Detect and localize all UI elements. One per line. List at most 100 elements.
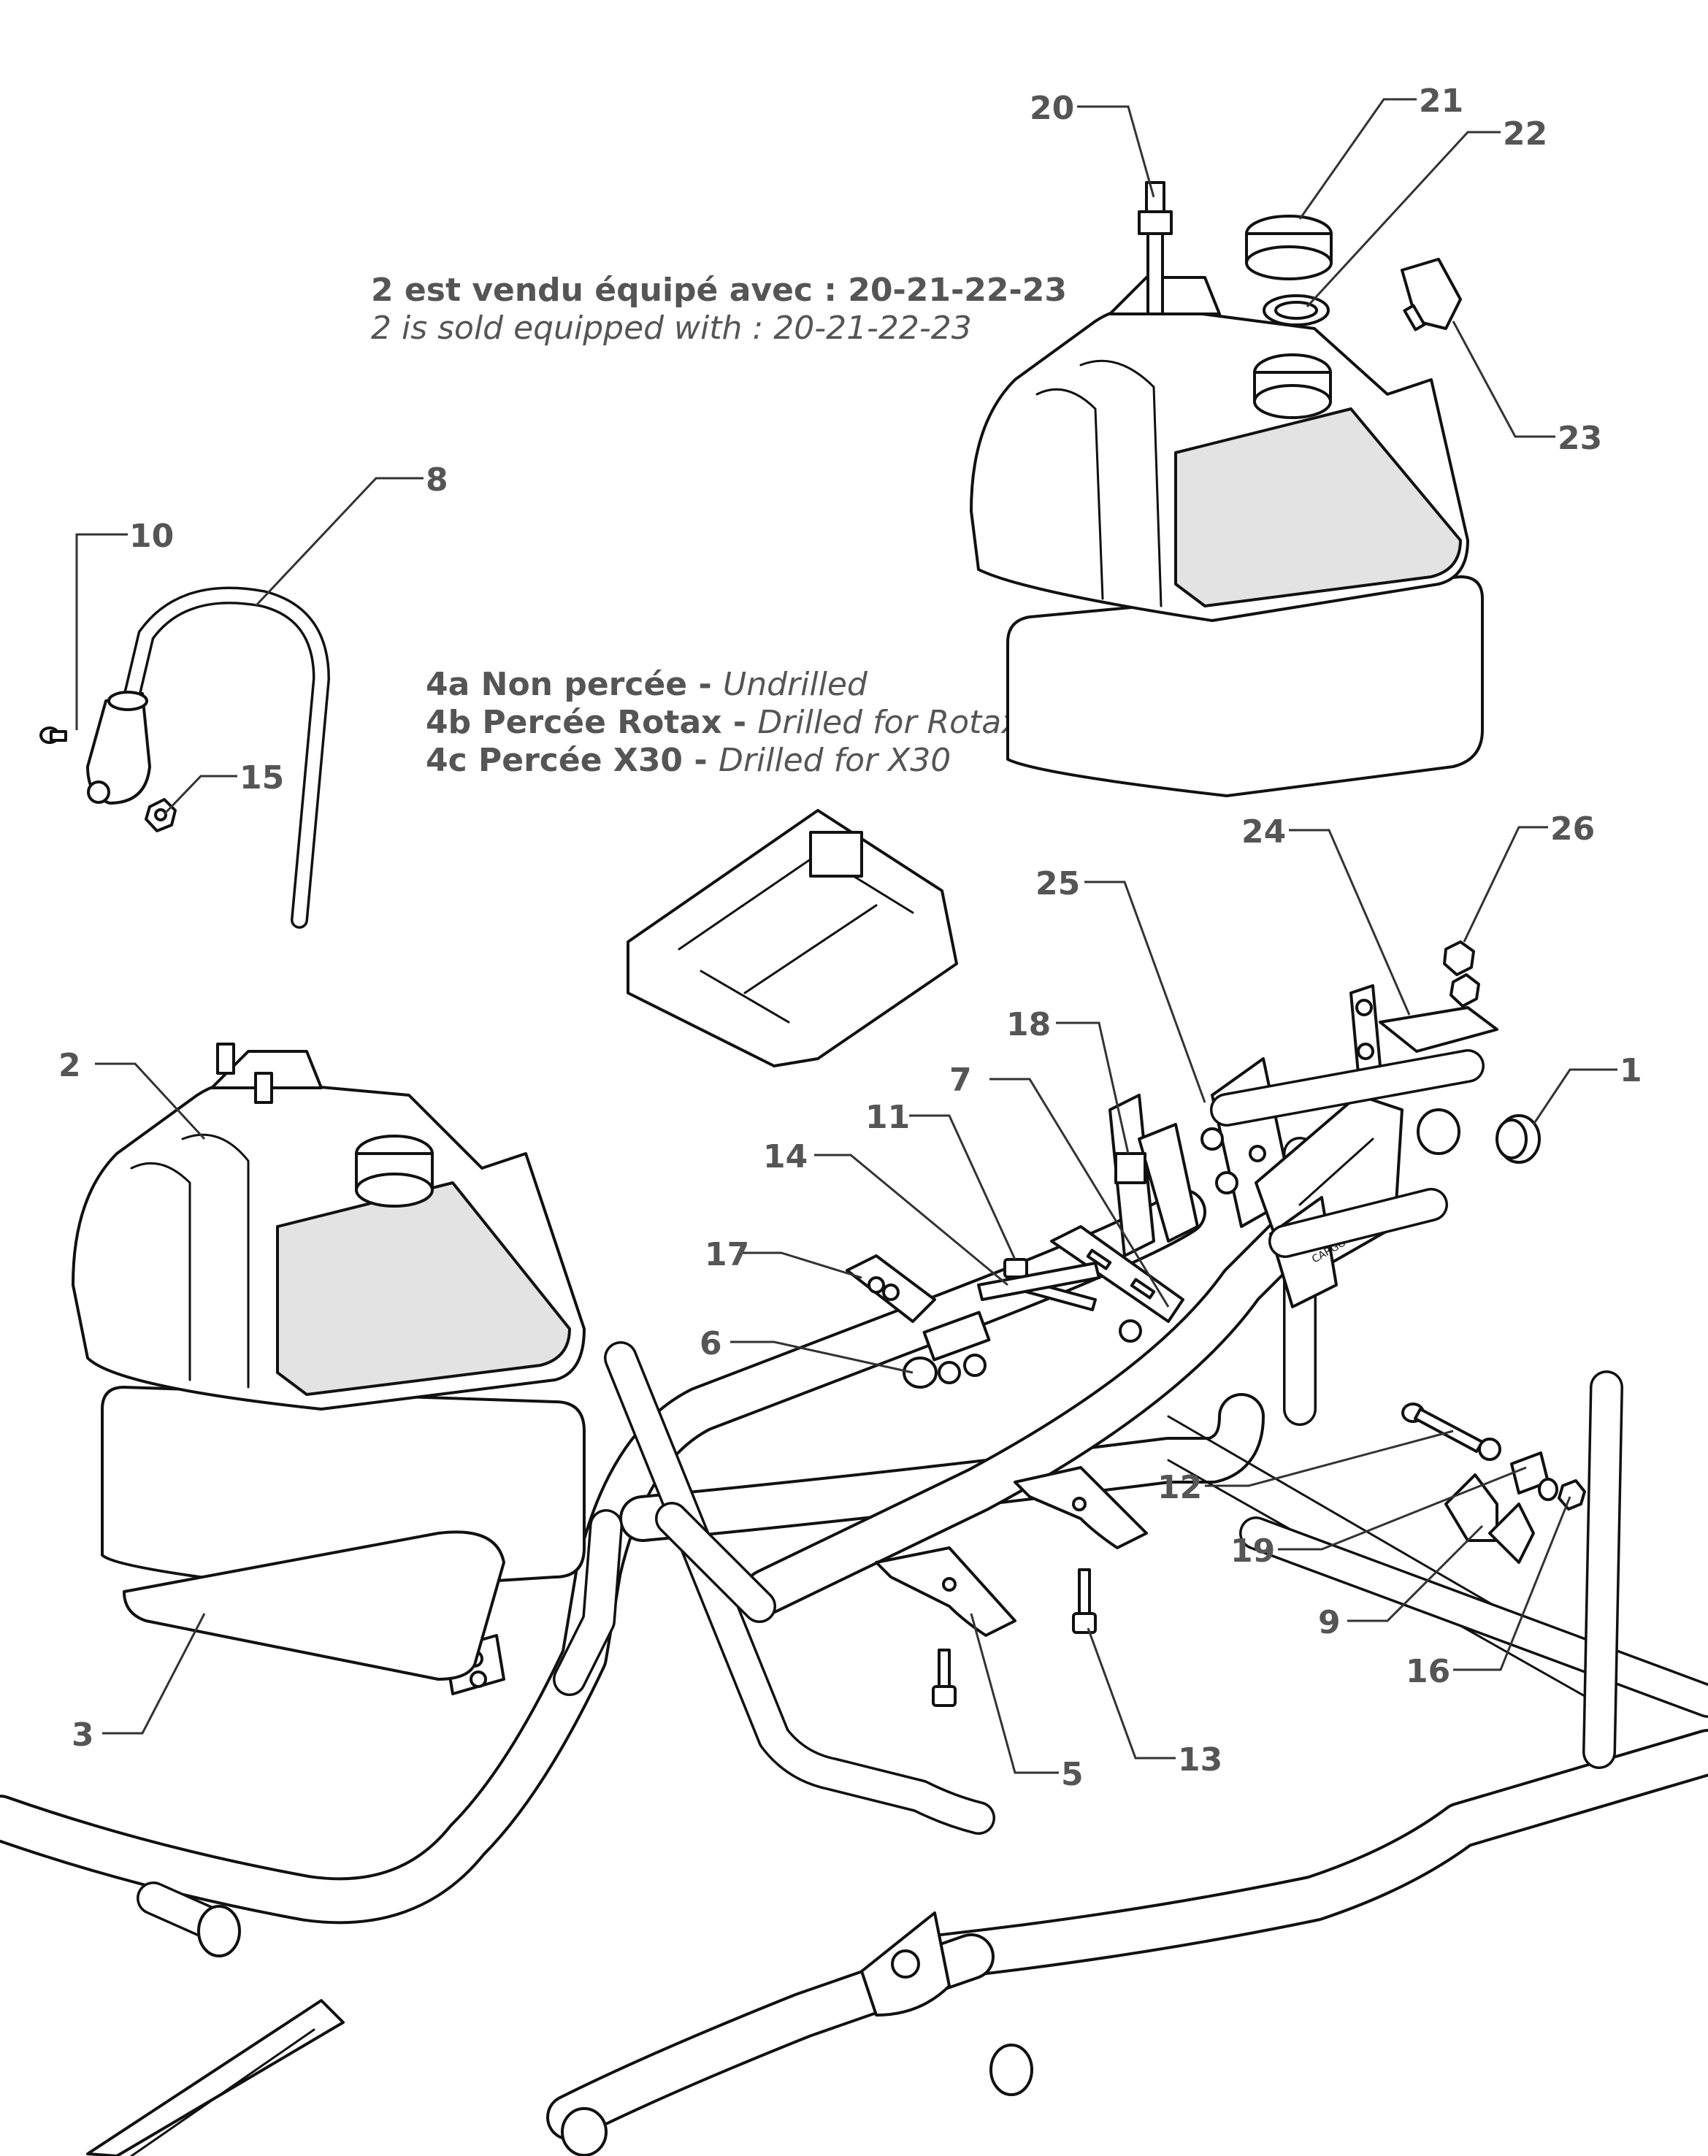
plate-part-7 (1050, 1225, 1184, 1323)
callout-6: 6 (700, 1325, 722, 1362)
leader-1 (1532, 1068, 1617, 1125)
tank-kit-note-en: 2 is sold equipped with : 20-21-22-23 (371, 310, 972, 347)
frame-rear-rail (919, 1729, 1708, 1980)
leader-9 (1347, 1524, 1484, 1622)
callout-3: 3 (72, 1716, 94, 1754)
leader-25 (1084, 881, 1206, 1103)
mount-arm-part-24 (1349, 984, 1498, 1075)
leader-18 (1056, 1021, 1130, 1154)
callout-22: 22 (1503, 115, 1547, 153)
plug-cap-part-1 (1496, 1114, 1541, 1164)
callout-15: 15 (240, 759, 284, 797)
leader-15 (163, 775, 237, 816)
callout-2: 2 (58, 1047, 81, 1084)
nut-part-15 (145, 798, 177, 832)
leader-lines (75, 98, 1617, 1774)
frame-steering-column (604, 1341, 995, 1835)
fitting-part-20 (1138, 181, 1173, 315)
callout-19: 19 (1230, 1532, 1275, 1570)
nut-part-26 (1443, 940, 1480, 1008)
variant-a-en: Undrilled (723, 666, 868, 703)
callout-8: 8 (426, 461, 448, 499)
callout-20: 20 (1030, 90, 1074, 127)
tank-kit-note-fr: 2 est vendu équipé avec : 20-21-22-23 (371, 272, 1067, 309)
pin-part-14 (977, 1262, 1100, 1301)
leader-8 (254, 477, 424, 607)
fuel-tank-part-2 (72, 1043, 586, 1593)
callout-24: 24 (1241, 813, 1286, 851)
callout-26: 26 (1550, 810, 1595, 848)
callout-21: 21 (1419, 83, 1463, 120)
engine-mount-part-18 (1108, 1094, 1199, 1257)
variant-a-fr: 4a Non percée - (426, 666, 724, 703)
leader-21 (1298, 98, 1417, 220)
callout-17: 17 (705, 1236, 749, 1273)
leader-13 (1087, 1627, 1176, 1760)
leader-10 (75, 533, 128, 730)
frame-steering-link (655, 1502, 776, 1623)
leader-16 (1453, 1496, 1571, 1671)
callout-13: 13 (1178, 1741, 1222, 1779)
callout-23: 23 (1558, 420, 1602, 457)
sleeve-part-17 (846, 1254, 936, 1323)
leader-7 (989, 1078, 1170, 1308)
leader-24 (1289, 829, 1411, 1016)
leader-26 (1463, 826, 1548, 943)
fuel-cap-part-21 (1245, 215, 1333, 280)
callout-18: 18 (1006, 1006, 1051, 1043)
leader-17 (741, 1251, 862, 1279)
variant-c: 4c Percée X30 - Drilled for X30 (426, 742, 1020, 780)
callout-numbers: 1 2 3 5 6 7 8 9 10 11 12 13 14 15 16 17 … (58, 83, 1642, 1793)
knob-part-23 (1401, 258, 1462, 331)
callout-11: 11 (865, 1099, 910, 1136)
variant-c-en: Drilled for X30 (718, 742, 951, 779)
callout-7: 7 (949, 1062, 972, 1099)
frame-front-stub (137, 1881, 241, 1957)
leader-2 (95, 1062, 206, 1140)
tank-kit-note: 2 est vendu équipé avec : 20-21-22-23 2 … (371, 272, 1067, 348)
fuel-tank-detail (970, 276, 1484, 797)
leader-3 (102, 1613, 206, 1735)
leader-5 (970, 1613, 1059, 1774)
clamp-part-5 (875, 1466, 1148, 1637)
variant-b-fr: 4b Percée Rotax - (426, 704, 758, 741)
leader-11 (909, 1114, 1016, 1260)
mount-tube (1210, 1049, 1485, 1258)
leader-23 (1452, 321, 1555, 438)
screw-part-10 (39, 726, 67, 744)
frame-main-rail (743, 1218, 1309, 1615)
bushing-part-6 (903, 1311, 1142, 1389)
leader-20 (1077, 105, 1155, 198)
leader-6 (730, 1340, 914, 1374)
cap-seal-part-22 (1263, 294, 1330, 326)
bracket-part-9 (1444, 1473, 1535, 1564)
tank-support-part-4 (627, 809, 958, 1067)
callout-25: 25 (1035, 865, 1080, 902)
variant-c-fr: 4c Percée X30 - (426, 742, 719, 779)
variant-b-en: Drilled for Rotax (757, 704, 1021, 741)
frame-rear-tube (1239, 1370, 1708, 1769)
variant-a: 4a Non percée - Undrilled (426, 666, 1020, 704)
leader-22 (1306, 131, 1501, 308)
nut-part-16 (1538, 1478, 1586, 1511)
tank-pad-part-3 (123, 1530, 505, 1681)
callout-9: 9 (1318, 1604, 1341, 1641)
fuel-hose-part-8 (123, 586, 331, 929)
bolt-part-13 (932, 1568, 1097, 1707)
variant-b: 4b Percée Rotax - Drilled for Rotax (426, 704, 1020, 742)
frame-rear-stub (561, 2044, 1033, 2156)
leader-12 (1205, 1430, 1454, 1487)
callout-14: 14 (763, 1138, 808, 1175)
callout-16: 16 (1406, 1653, 1450, 1690)
frame-chassis-plate (860, 1911, 951, 2017)
leader-14 (814, 1154, 1008, 1286)
fuel-filter-assembly (86, 691, 151, 805)
callout-1: 1 (1620, 1052, 1642, 1089)
leader-19 (1278, 1466, 1527, 1551)
callout-10: 10 (129, 518, 174, 555)
frame-front-left-arm (86, 1999, 345, 2156)
callout-12: 12 (1157, 1469, 1202, 1506)
variants-note: 4a Non percée - Undrilled 4b Percée Rota… (426, 666, 1020, 780)
